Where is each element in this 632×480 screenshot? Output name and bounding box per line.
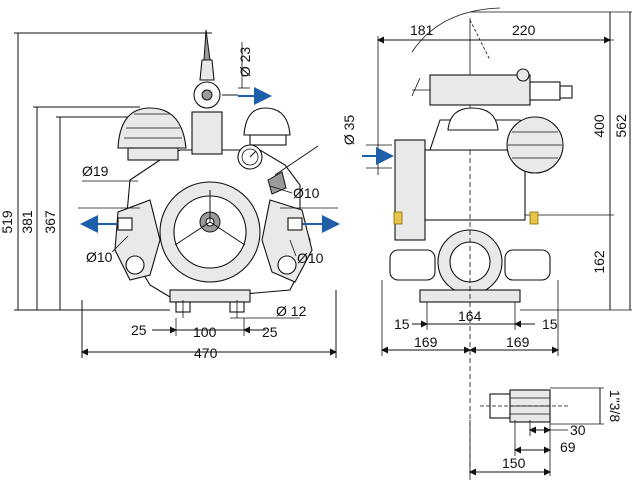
foot-left xyxy=(389,249,436,281)
dim-162: 162 xyxy=(591,250,607,274)
side-view: 181 220 562 400 162 Ø 35 xyxy=(341,7,632,480)
dim-367: 367 xyxy=(42,210,58,234)
dim-thread: 1"3/8 xyxy=(607,390,623,422)
dim-d10-gauge: Ø10 xyxy=(293,185,320,201)
dim-519: 519 xyxy=(0,210,15,234)
dim-15-left: 15 xyxy=(394,316,410,332)
regulator-column xyxy=(191,111,223,155)
dim-164: 164 xyxy=(458,308,482,324)
connector-right xyxy=(529,211,539,225)
inlet-manifold xyxy=(394,139,426,241)
foot-right xyxy=(504,249,551,281)
dim-25-left: 25 xyxy=(131,322,147,338)
lever-sweep-arc xyxy=(411,7,501,53)
base-plate xyxy=(169,289,251,303)
pump-housing-side xyxy=(424,149,526,221)
dim-d23: Ø 23 xyxy=(237,47,253,78)
dim-d10-right: Ø10 xyxy=(297,250,324,266)
dim-100: 100 xyxy=(193,324,217,340)
dim-d12: Ø 12 xyxy=(276,303,307,319)
accumulator-right xyxy=(243,107,291,136)
dim-220: 220 xyxy=(512,22,536,38)
connector-left xyxy=(393,211,403,225)
dim-25-right: 25 xyxy=(262,324,278,340)
dim-69: 69 xyxy=(560,439,576,455)
dome-side xyxy=(447,107,499,131)
dim-562: 562 xyxy=(613,114,629,138)
control-lever-right xyxy=(274,145,319,176)
dim-400: 400 xyxy=(591,114,607,138)
dim-30: 30 xyxy=(570,422,586,438)
dim-150: 150 xyxy=(502,455,526,471)
dim-15-right: 15 xyxy=(542,316,558,332)
dim-d19: Ø19 xyxy=(82,163,109,179)
front-view: 519 381 367 xyxy=(0,29,340,361)
dim-169-right: 169 xyxy=(506,334,530,350)
dim-169-left: 169 xyxy=(414,334,438,350)
regulator-lever xyxy=(203,29,211,61)
dim-381: 381 xyxy=(19,210,35,234)
dim-d35: Ø 35 xyxy=(341,115,357,146)
shaft-detail: 1"3/8 30 69 150 xyxy=(469,387,623,478)
regulator-body-side xyxy=(429,74,531,106)
dim-181: 181 xyxy=(410,22,434,38)
dim-d10-left: Ø10 xyxy=(86,249,113,265)
dim-470: 470 xyxy=(194,345,218,361)
